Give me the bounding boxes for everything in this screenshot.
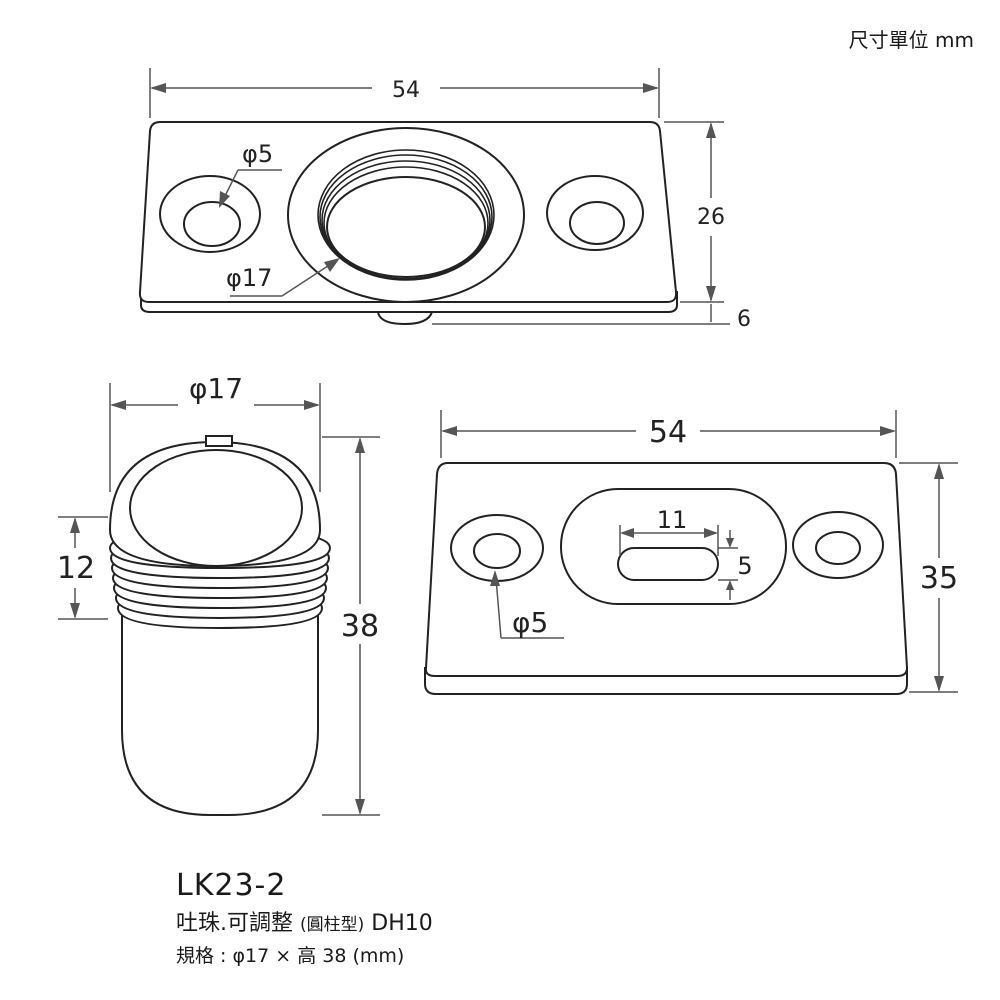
top-bore-inner	[326, 176, 486, 278]
bottom-recess	[560, 488, 787, 605]
cylinder-face	[129, 449, 303, 567]
top-right-hole-inner	[569, 201, 625, 245]
top-bore-label: φ17	[226, 264, 272, 292]
product-spec: 規格 : φ17 × 高 38 (mm)	[176, 945, 405, 967]
side-diameter-label: φ17	[189, 372, 243, 405]
top-left-hole-inner	[183, 201, 241, 247]
side-thread-label: 12	[57, 551, 95, 586]
bottom-slot-length-label: 11	[657, 506, 688, 534]
side-view: φ17 12 38	[57, 372, 380, 816]
bottom-left-hole-inner	[473, 533, 521, 569]
product-type-note: (圓柱型)	[300, 915, 365, 935]
top-width-label: 54	[392, 78, 420, 103]
product-name-line: 吐珠.可調整 (圓柱型) DH10	[176, 908, 433, 941]
bottom-hole-label: φ5	[512, 606, 548, 639]
product-name: 吐珠.可調整	[176, 911, 293, 936]
top-height-label: 26	[697, 205, 725, 230]
top-thickness-label: 6	[737, 307, 751, 332]
top-view: 54 26 6 φ5 φ17	[138, 68, 751, 332]
product-caption: LK23-2 吐珠.可調整 (圓柱型) DH10 規格 : φ17 × 高 38…	[176, 866, 433, 971]
product-model: LK23-2	[176, 868, 287, 903]
bottom-view: 54 35 11 5 φ5	[424, 410, 958, 695]
bottom-width-label: 54	[649, 415, 687, 450]
bottom-height-label: 35	[920, 561, 958, 596]
product-code: DH10	[371, 911, 433, 936]
bottom-slot	[617, 547, 719, 581]
bottom-slot-width-label: 5	[737, 552, 752, 580]
cylinder-body	[121, 597, 319, 816]
bottom-right-hole-inner	[815, 531, 861, 565]
unit-label: 尺寸單位 mm	[848, 28, 974, 52]
top-hole-label: φ5	[242, 140, 273, 168]
side-height-label: 38	[341, 609, 379, 644]
top-boss	[376, 311, 434, 326]
